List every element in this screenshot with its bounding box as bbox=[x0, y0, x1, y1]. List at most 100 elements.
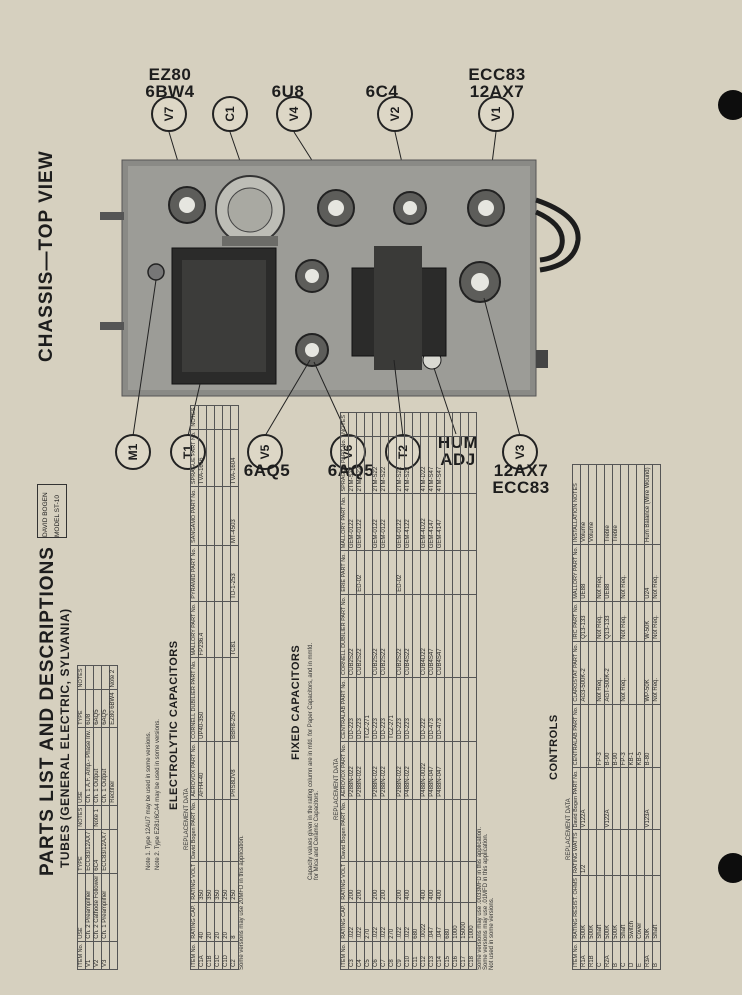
cell bbox=[428, 799, 437, 862]
cell: 6C4 bbox=[93, 829, 102, 874]
cell: D bbox=[628, 941, 637, 970]
badge-v7: V7 bbox=[151, 96, 187, 132]
cell: C bbox=[620, 941, 629, 970]
cell: 400 bbox=[404, 861, 413, 903]
badge-v2: V2 bbox=[377, 96, 413, 132]
cell: P288N-022 bbox=[372, 741, 381, 800]
cell: C6 bbox=[372, 941, 381, 970]
label-v4-line2: 6U8 bbox=[271, 82, 305, 101]
label-v7-line2: 6BW4 bbox=[145, 82, 195, 101]
cell bbox=[396, 412, 405, 437]
cell bbox=[444, 412, 453, 437]
cell bbox=[412, 741, 421, 800]
cell: .022 bbox=[404, 902, 413, 942]
cell: EZ80 6BW4 bbox=[109, 689, 118, 728]
cell: 200 bbox=[380, 861, 389, 903]
cell bbox=[588, 704, 597, 768]
cell bbox=[612, 641, 621, 705]
cell bbox=[444, 594, 453, 678]
cell bbox=[198, 486, 207, 546]
cell bbox=[620, 767, 629, 830]
cell: 200 bbox=[372, 861, 381, 903]
cell: C18 bbox=[468, 941, 477, 970]
fixed-table-wrap: REPLACEMENT DATA ITEM No.RATING CAP.RATI… bbox=[334, 412, 495, 970]
th: David Bogen PART No. bbox=[190, 799, 199, 862]
cell bbox=[436, 550, 445, 595]
cell: 270 bbox=[364, 902, 373, 942]
cell bbox=[452, 861, 461, 903]
cell: Not Req. bbox=[652, 601, 661, 642]
cell: AGT-500K-2 bbox=[604, 641, 613, 705]
cell: GEM-0122 bbox=[356, 493, 365, 551]
cell bbox=[436, 412, 445, 437]
th: NOTES bbox=[77, 805, 86, 830]
cell: 350 bbox=[198, 861, 207, 903]
cell: 20 bbox=[206, 902, 215, 942]
cell: CUB4S47 bbox=[436, 594, 445, 678]
cell: C14 bbox=[436, 941, 445, 970]
cell bbox=[206, 405, 215, 430]
cell bbox=[444, 861, 453, 903]
cell bbox=[452, 677, 461, 742]
elec-note: Some versions may use 20MFD in this appl… bbox=[239, 835, 245, 970]
cell: AG3-500K-2 bbox=[580, 641, 589, 705]
cell bbox=[388, 493, 397, 551]
cell bbox=[452, 799, 461, 862]
cell bbox=[588, 830, 597, 876]
cell bbox=[412, 550, 421, 595]
cell: TCZ-271 bbox=[364, 677, 373, 742]
binder-hole-bottom bbox=[718, 853, 742, 883]
fixed-desc: Capacity values given in the rating colu… bbox=[308, 642, 320, 880]
cell: C12 bbox=[420, 941, 429, 970]
cell: V123A bbox=[644, 767, 653, 830]
cell bbox=[468, 799, 477, 862]
cell: Ch. 1 Output bbox=[93, 727, 102, 806]
cell: C15 bbox=[444, 941, 453, 970]
cell: C1D bbox=[222, 941, 231, 970]
cell: .022 bbox=[348, 902, 357, 942]
cell: BBR8-250 bbox=[230, 657, 239, 742]
cell: Hum Balance (Wire Wound) bbox=[644, 464, 653, 545]
cell bbox=[222, 601, 231, 658]
badge-t1: T1 bbox=[170, 434, 206, 470]
cell: DD-223 bbox=[396, 677, 405, 742]
cell: V2 bbox=[93, 941, 102, 970]
cell bbox=[452, 741, 461, 800]
th: SANGAMO PART No. bbox=[190, 486, 199, 546]
cell: 20 bbox=[214, 902, 223, 942]
cell: Not Req. bbox=[596, 601, 605, 642]
cell bbox=[364, 436, 373, 494]
cell bbox=[452, 493, 461, 551]
cell bbox=[348, 799, 357, 862]
cell: V122A bbox=[604, 767, 613, 830]
th: AEROVOX PART No. bbox=[190, 741, 199, 800]
cell bbox=[628, 464, 637, 545]
th: ERIE PART No. bbox=[340, 550, 349, 595]
cell bbox=[364, 594, 373, 678]
cell bbox=[222, 405, 231, 430]
th: AEROVOX PART No. bbox=[340, 741, 349, 800]
cell bbox=[420, 799, 429, 862]
cell: R2A bbox=[604, 941, 613, 970]
cell bbox=[388, 436, 397, 494]
cell: P288N-022 bbox=[380, 741, 389, 800]
cell: .0022 bbox=[420, 902, 429, 942]
cell: 2TM-S22 bbox=[396, 436, 405, 494]
cell: B-90 bbox=[612, 704, 621, 768]
badge-v5: V5 bbox=[247, 434, 283, 470]
cell bbox=[214, 657, 223, 742]
model-line2: MODEL ST-10 bbox=[54, 494, 61, 537]
cell: 400 bbox=[436, 861, 445, 903]
cell bbox=[652, 767, 661, 830]
th: ITEM No. bbox=[77, 941, 86, 970]
cell: GEM-4147 bbox=[436, 493, 445, 551]
cell bbox=[214, 545, 223, 602]
cell bbox=[628, 767, 637, 830]
